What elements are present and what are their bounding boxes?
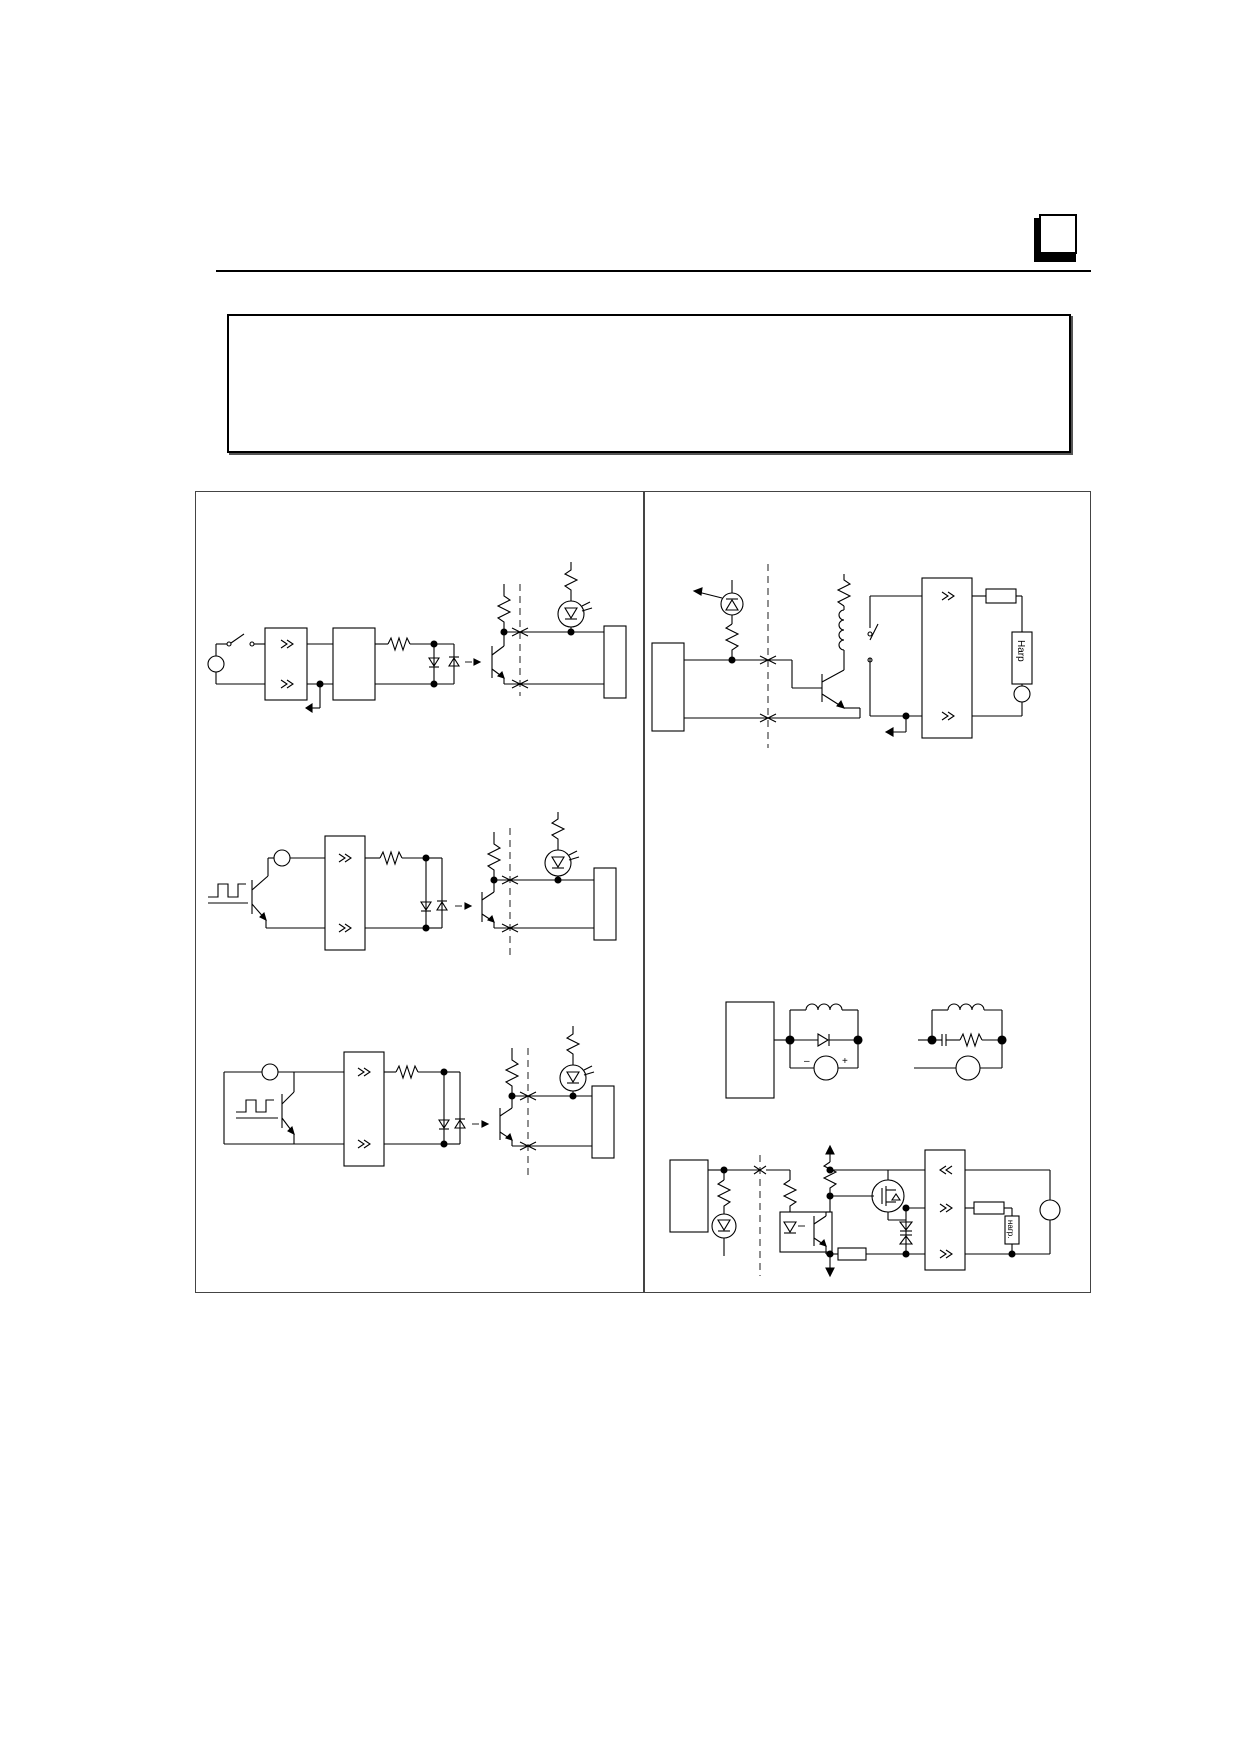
diagram-pulse-input — [208, 812, 617, 960]
polarity-plus: + — [842, 1056, 848, 1067]
diagram-suppression: – + — [725, 1001, 1007, 1099]
note-box — [227, 314, 1071, 453]
diagram-relay-output: Harp — [651, 564, 1033, 748]
diagram-opto-pulse-input — [223, 1026, 615, 1180]
header-rule — [216, 270, 1091, 272]
section-tab-icon — [1034, 214, 1080, 262]
load-label-vertical: Harp — [1015, 640, 1026, 662]
figure-divider — [643, 491, 645, 1293]
diagram-switch-input — [207, 562, 627, 714]
polarity-minus: – — [804, 1056, 810, 1067]
load-label-small: нагр. — [1006, 1220, 1015, 1238]
diagram-mosfet-output: нагр. — [669, 1144, 1061, 1278]
